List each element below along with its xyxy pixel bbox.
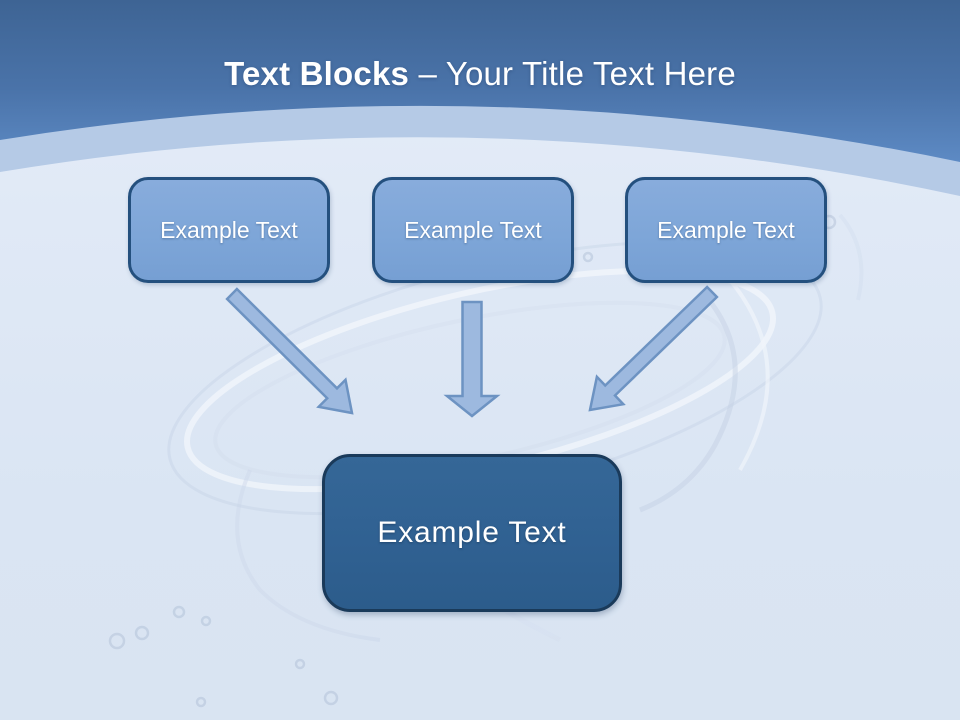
slide-title-subtitle: – Your Title Text Here: [418, 55, 736, 92]
text-block-1: Example Text: [128, 177, 330, 283]
arrow-down-left-icon: [588, 285, 719, 412]
target-text-block-label: Example Text: [377, 516, 567, 549]
text-block-2: Example Text: [372, 177, 574, 283]
header-band-shape: [0, 0, 960, 196]
arrow-down-right-icon: [225, 287, 354, 415]
target-text-block: Example Text: [322, 454, 622, 612]
text-block-1-label: Example Text: [160, 216, 298, 243]
slide-title-keyword: Text Blocks: [224, 55, 410, 92]
arrow-down-icon: [443, 300, 501, 418]
text-block-3: Example Text: [625, 177, 827, 283]
text-block-3-label: Example Text: [657, 216, 795, 243]
text-block-2-label: Example Text: [404, 216, 542, 243]
slide-title: Text Blocks – Your Title Text Here: [0, 54, 960, 94]
